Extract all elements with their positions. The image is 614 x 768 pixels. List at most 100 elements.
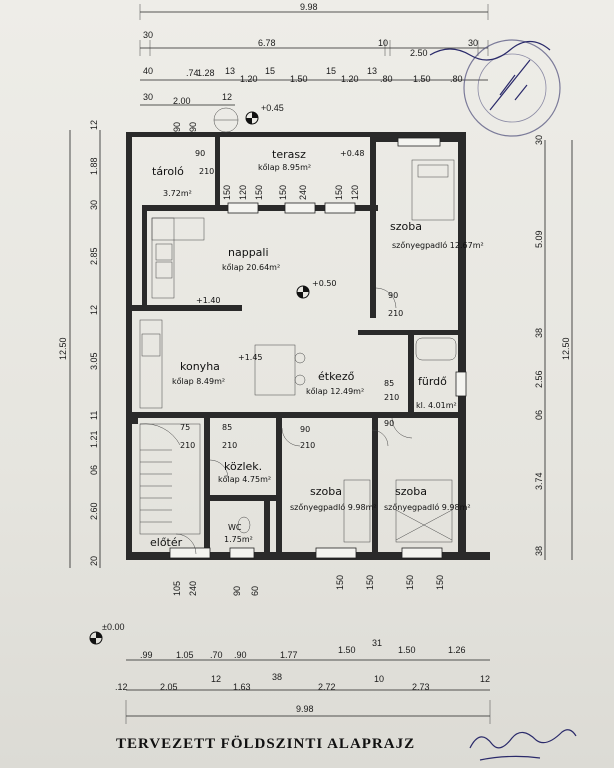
dim-bottom-row1-1: 1.05	[176, 650, 194, 660]
room-nappali-level2: +1.40	[196, 296, 221, 305]
door-label-6: 90	[300, 425, 310, 434]
terasz-w-1: 150	[222, 185, 232, 200]
dim-bottom-row1-7: 1.50	[398, 645, 416, 655]
top-dimensions: 9.98 30 6.78 10 2.50 30 40 .74 1.28 13 1…	[139, 2, 489, 106]
dim-bottom-row1-8: 1.26	[448, 645, 466, 655]
dim-top-row2-3: 13	[225, 66, 235, 76]
room-nappali-level: +0.50	[312, 279, 337, 288]
door-label-11: 210	[384, 393, 399, 402]
room-nappali-name: nappali	[228, 246, 269, 259]
door-label-10: 85	[384, 379, 394, 388]
dim-left-8: 06	[89, 465, 99, 475]
bottom-h-4: 150	[335, 575, 345, 590]
room-szoba1-floor: szőnyegpadló 12.67m²	[392, 240, 484, 250]
dim-top-row3-0: 30	[143, 92, 153, 102]
room-etkezo-name: étkező	[318, 370, 355, 383]
door-label-1: 210	[388, 309, 403, 318]
room-szoba2-floor: szőnyegpadló 9.98m²	[290, 502, 377, 512]
dim-top-row1-e: 30	[468, 38, 478, 48]
terasz-w-3: 90	[188, 122, 198, 132]
dim-top-row2-5: 15	[265, 66, 275, 76]
dim-bottom-row2-6: 10	[374, 674, 384, 684]
terasz-h-0: 120	[238, 185, 248, 200]
door-labels: 90 210 75 210 85 210 90 210 90 210 85	[180, 291, 403, 450]
bottom-dimensions: .99 1.05 .70 .90 1.77 1.50 31 1.50 1.26 …	[115, 638, 491, 724]
dim-left-3: 2.85	[89, 247, 99, 265]
dim-bottom-row1-4: 1.77	[280, 650, 298, 660]
level-top-text: +0.45	[261, 103, 284, 113]
bottom-h-0: 105	[172, 581, 182, 596]
terasz-h-2: 240	[298, 185, 308, 200]
dim-top-row3-1: 2.00	[173, 96, 191, 106]
room-etkezo-floor: kőlap 12.49m²	[306, 387, 364, 396]
terasz-h-1: 150	[254, 185, 264, 200]
level-marker-top: +0.45	[245, 103, 284, 125]
dim-bottom-row1-2: .70	[210, 650, 223, 660]
handwritten-signature	[469, 729, 577, 749]
dim-bottom-row2-0: .12	[115, 682, 128, 692]
dim-left-1: 1.88	[89, 157, 99, 175]
room-labels: tároló 3.72m² 90 210 terasz kőlap 8.95m²…	[150, 148, 484, 549]
dim-left-10: 20	[89, 556, 99, 566]
dim-top-row2-6: 1.50	[290, 74, 308, 84]
room-szoba1-name: szoba	[390, 220, 422, 233]
bottom-h-5: 150	[365, 575, 375, 590]
dim-left-7: 1.21	[89, 430, 99, 448]
dim-left-total: 12.50	[58, 337, 68, 360]
room-konyha-name: konyha	[180, 360, 220, 373]
dim-bottom-total: 9.98	[296, 704, 314, 714]
dim-bottom-row2-2: 12	[211, 674, 221, 684]
room-tarolo-door: 90	[195, 149, 205, 158]
room-terasz-name: terasz	[272, 148, 306, 161]
door-label-0: 90	[388, 291, 398, 300]
dim-top-row2-8: 1.20	[341, 74, 359, 84]
room-furdo-name: fürdő	[418, 375, 447, 388]
bottom-h-3: 60	[250, 586, 260, 596]
room-terasz-level: +0.48	[340, 149, 365, 158]
dim-top-row3-2: 12	[222, 92, 232, 102]
terasz-window-labels: 120 150 240 150 120 90 150 150 90	[172, 122, 360, 200]
dim-bottom-row2-5: 2.72	[318, 682, 336, 692]
approval-stamp	[429, 39, 561, 137]
room-kozlek-name: közlek.	[224, 460, 262, 473]
dim-top-row1-a: 30	[143, 30, 153, 40]
furniture	[139, 107, 457, 555]
dim-bottom-row1-5: 1.50	[338, 645, 356, 655]
terasz-w-0: 90	[172, 122, 182, 132]
dim-top-row2-9: 13	[367, 66, 377, 76]
room-tarolo-area: 3.72m²	[163, 189, 192, 198]
bottom-h-2: 90	[232, 586, 242, 596]
dim-top-total: 9.98	[300, 2, 318, 12]
dim-left-9: 2.60	[89, 502, 99, 520]
dim-top-row2-1: .74	[186, 68, 199, 78]
dim-top-row1-d: 2.50	[410, 48, 428, 58]
door-label-4: 85	[222, 423, 232, 432]
room-szoba3-name: szoba	[395, 485, 427, 498]
dim-top-row2-11: 1.50	[413, 74, 431, 84]
dim-bottom-row2-3: 1.63	[233, 682, 251, 692]
room-eloter-name: előtér	[150, 536, 183, 549]
left-dimensions: 12.50 12 1.88 30 2.85 12 3.05 11 1.21 06…	[58, 120, 101, 568]
level-marker-nappali	[296, 285, 310, 299]
door-label-7: 210	[300, 441, 315, 450]
room-tarolo-door-h: 210	[199, 167, 214, 176]
dim-top-row2-2: 1.28	[197, 68, 215, 78]
dim-bottom-row2-4: 38	[272, 672, 282, 682]
dim-bottom-row2-8: 12	[480, 674, 490, 684]
door-label-8: 90	[384, 419, 394, 428]
dim-top-row2-12: .80	[450, 74, 463, 84]
room-wc-floor: 1.75m²	[224, 535, 253, 544]
dim-left-0: 12	[89, 120, 99, 130]
dim-bottom-row1-6: 31	[372, 638, 382, 648]
dim-right-1: 5.09	[534, 230, 544, 248]
room-szoba3-floor: szőnyegpadló 9.98m²	[384, 502, 471, 512]
dim-right-3: 2.56	[534, 370, 544, 388]
bottom-h-1: 240	[188, 581, 198, 596]
dim-right-0: 30	[534, 135, 544, 145]
dim-top-row1-b: 6.78	[258, 38, 276, 48]
dim-left-2: 30	[89, 200, 99, 210]
bottom-h-6: 150	[405, 575, 415, 590]
room-konyha-level: +1.45	[238, 353, 263, 362]
dim-right-2: 38	[534, 328, 544, 338]
dim-top-row2-0: 40	[143, 66, 153, 76]
